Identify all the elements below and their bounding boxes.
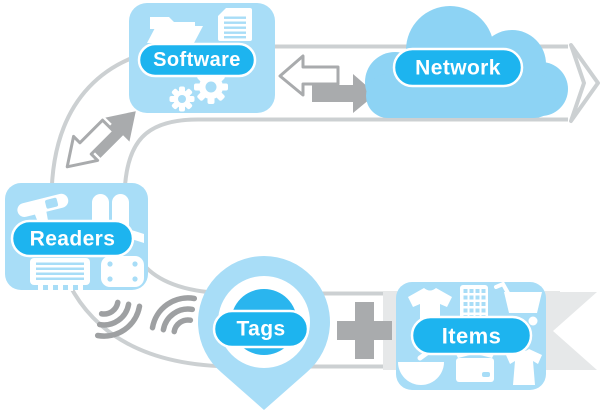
document-icon [218, 8, 252, 41]
node-software: Software [129, 3, 275, 113]
band-arrow-chevron-icon [569, 43, 600, 123]
software-label: Software [153, 49, 241, 71]
node-items: Items [396, 281, 546, 390]
node-readers: Readers [5, 183, 148, 291]
network-pill [392, 47, 524, 88]
tags-pill [212, 309, 310, 349]
tags-label: Tags [236, 318, 285, 341]
plus-icon [337, 302, 392, 359]
items-pill [410, 315, 533, 356]
antenna-panel-icon [30, 258, 90, 291]
tshirt-icon [408, 288, 452, 323]
folder-icon [147, 17, 203, 43]
node-tags: Tags [197, 256, 331, 410]
shirt-icon [506, 349, 542, 385]
readers-label: Readers [30, 228, 116, 251]
readers-software-arrows [65, 111, 136, 169]
arrow-right-icon [312, 74, 376, 113]
node-network: Network [365, 6, 568, 118]
arrow-down-left-outline-icon [65, 118, 116, 169]
reader-pad-icon [101, 256, 144, 287]
software-network-arrows [278, 54, 376, 113]
items-label: Items [442, 324, 501, 349]
radio-waves-icon [94, 295, 198, 339]
arrow-left-outline-icon [278, 54, 340, 97]
gears-icon [169, 70, 228, 112]
network-label: Network [415, 57, 501, 80]
readers-pill [10, 219, 135, 258]
software-pill [137, 42, 257, 78]
